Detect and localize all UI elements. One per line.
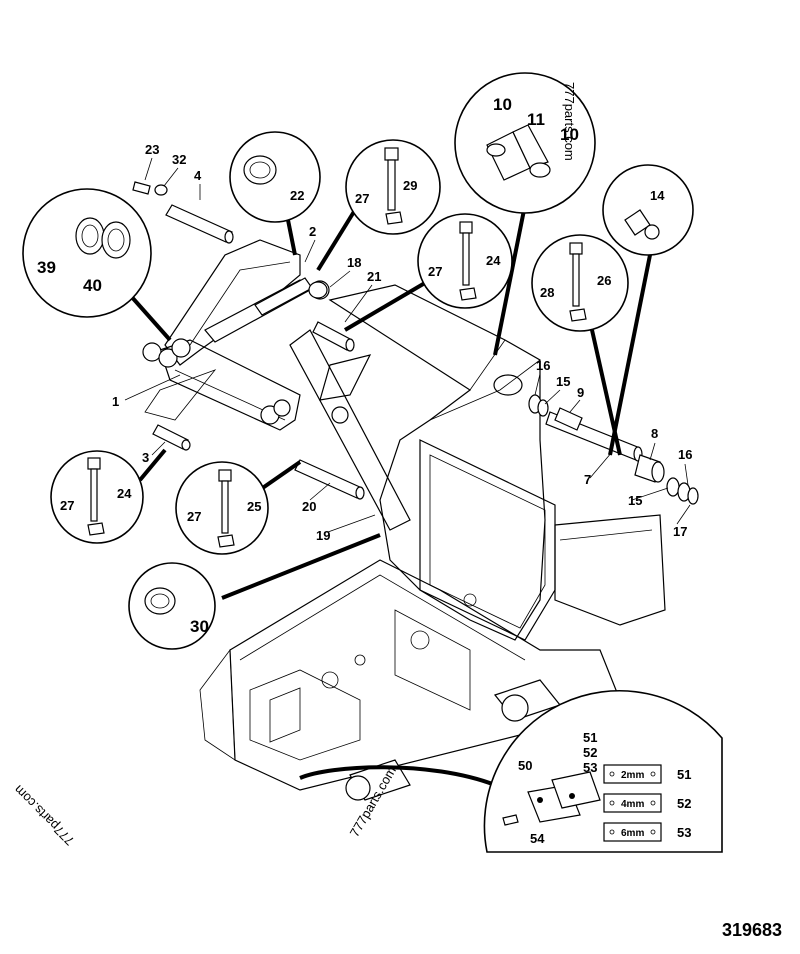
callout-53-pack: 53: [583, 760, 597, 775]
callout-23: 23: [145, 142, 159, 157]
detail-circle-bolt-24-top: 27 24: [417, 213, 513, 309]
detail-circle-grease-nipple: 14: [602, 164, 694, 256]
callout-15a: 15: [556, 374, 570, 389]
callout-10a: 10: [493, 95, 512, 114]
callout-51-pack: 51: [583, 730, 597, 745]
callout-25: 25: [247, 499, 261, 514]
callout-53: 53: [677, 825, 691, 840]
loose-parts: [132, 181, 699, 505]
shim-2mm: 2mm 51: [603, 764, 691, 784]
detail-circle-washer-22: 22: [229, 131, 321, 223]
callout-16a: 16: [536, 358, 550, 373]
callout-19: 19: [316, 528, 330, 543]
callout-40: 40: [83, 276, 102, 295]
detail-circle-washers-39-40: 39 40: [22, 188, 152, 318]
shim-label-4mm: 4mm: [621, 799, 644, 810]
shim-label-6mm: 6mm: [621, 828, 644, 839]
callout-11: 11: [527, 110, 545, 129]
callout-10b: 10: [560, 125, 579, 144]
detail-circle-washer-30: 30: [128, 562, 216, 650]
callout-29: 29: [403, 178, 417, 193]
callout-39: 39: [37, 258, 56, 277]
detail-circle-bolt-24-bottom: 27 24: [50, 450, 144, 544]
callout-8: 8: [651, 426, 658, 441]
callout-30: 30: [190, 617, 209, 636]
callout-1: 1: [112, 394, 119, 409]
callout-32: 32: [172, 152, 186, 167]
callout-2: 2: [309, 224, 316, 239]
detail-circle-bolt-26: 28 26: [531, 234, 629, 332]
callout-21: 21: [367, 269, 381, 284]
callout-24-top: 24: [486, 253, 501, 268]
callout-27-b25: 27: [187, 509, 201, 524]
callout-7: 7: [584, 472, 591, 487]
detail-circle-shim-pack: 50 51 52 53 54 2mm 51 4mm 52 6mm 53: [483, 689, 723, 853]
callout-28: 28: [540, 285, 554, 300]
callout-27-top: 27: [428, 264, 442, 279]
chassis-frame: [199, 284, 666, 801]
shim-4mm: 4mm 52: [603, 793, 691, 813]
boom-assembly: [142, 239, 411, 531]
callout-18: 18: [347, 255, 361, 270]
callout-50: 50: [518, 758, 532, 773]
callout-27-bottom: 27: [60, 498, 74, 513]
callout-26: 26: [597, 273, 611, 288]
callout-4: 4: [194, 168, 202, 183]
callout-20: 20: [302, 499, 316, 514]
callout-17: 17: [673, 524, 687, 539]
detail-circle-bolt-29: 27 29: [345, 139, 441, 235]
callout-3: 3: [142, 450, 149, 465]
shim-6mm: 6mm 53: [603, 822, 691, 842]
shim-label-2mm: 2mm: [621, 770, 644, 781]
callout-15b: 15: [628, 493, 642, 508]
callout-54: 54: [530, 831, 545, 846]
detail-circle-pin: 10 11 10: [454, 72, 596, 214]
main-callouts: 1 2 3 4 7 8 9 15 15 16 16 17 18 19 20 21…: [112, 142, 692, 543]
callout-52: 52: [677, 796, 691, 811]
watermark-top: 777parts.com: [562, 82, 577, 161]
detail-leaders: [128, 204, 652, 787]
callout-9: 9: [577, 385, 584, 400]
detail-circle-bolt-25: 27 25: [175, 461, 269, 555]
callout-51: 51: [677, 767, 691, 782]
callout-52-pack: 52: [583, 745, 597, 760]
figure-number: 319683: [722, 920, 782, 940]
watermark-left: 777parts.com: [11, 782, 77, 848]
callout-24-bottom: 24: [117, 486, 132, 501]
callout-27: 27: [355, 191, 369, 206]
callout-22: 22: [290, 188, 304, 203]
callout-14: 14: [650, 188, 665, 203]
callout-16b: 16: [678, 447, 692, 462]
